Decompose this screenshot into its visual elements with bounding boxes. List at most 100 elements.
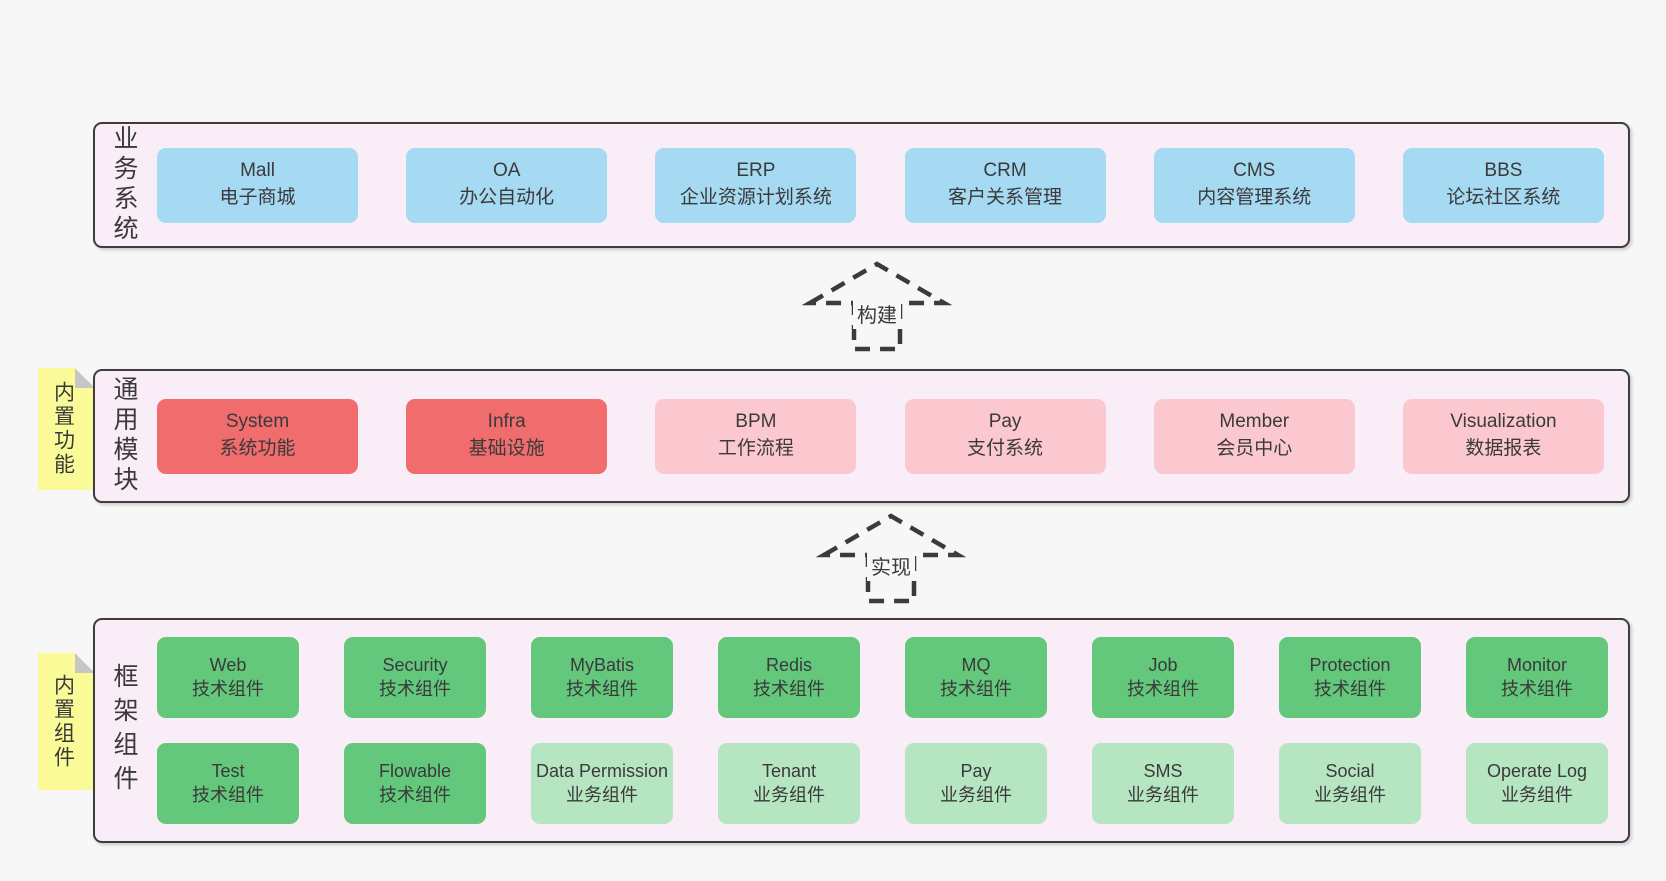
box-infra: Infra 基础设施	[406, 398, 608, 474]
box-mq: MQ 技术组件	[905, 637, 1047, 718]
box-tenant: Tenant 业务组件	[718, 743, 860, 824]
sticky-tab-built-in-features: 内置功能	[38, 368, 95, 490]
box-subtitle: 技术组件	[1501, 678, 1573, 699]
band-boxes: Web 技术组件 Security 技术组件 MyBatis 技术组件 Redi…	[153, 637, 1628, 824]
box-title: Member	[1219, 411, 1290, 433]
box-data-permission: Data Permission 业务组件	[531, 743, 673, 824]
box-cms: CMS 内容管理系统	[1153, 147, 1355, 223]
sticky-tab-label: 内置功能	[51, 381, 75, 477]
box-subtitle: 工作流程	[717, 438, 794, 459]
box-subtitle: 数据报表	[1465, 438, 1542, 459]
box-pay-component: Pay 业务组件	[905, 743, 1047, 824]
box-subtitle: 业务组件	[753, 784, 825, 805]
box-subtitle: 会员中心	[1216, 438, 1293, 459]
arrow-label: 实现	[867, 550, 915, 581]
box-subtitle: 技术组件	[379, 678, 451, 699]
box-title: OA	[492, 160, 521, 182]
box-title: Flowable	[378, 761, 452, 782]
box-subtitle: 技术组件	[192, 678, 264, 699]
band-business-systems: 业务系统 Mall 电子商城 OA 办公自动化 ERP 企业资源计划系统 CRM…	[93, 122, 1630, 248]
box-title: System	[225, 411, 290, 433]
box-subtitle: 技术组件	[1314, 678, 1386, 699]
box-subtitle: 业务组件	[1501, 784, 1573, 805]
band-label-text: 框架组件	[110, 662, 138, 799]
box-subtitle: 内容管理系统	[1197, 187, 1312, 208]
box-protection: Protection 技术组件	[1279, 637, 1421, 718]
box-subtitle: 技术组件	[566, 678, 638, 699]
box-subtitle: 业务组件	[940, 784, 1012, 805]
box-subtitle: 技术组件	[192, 784, 264, 805]
box-subtitle: 技术组件	[379, 784, 451, 805]
box-title: Pay	[988, 411, 1022, 433]
implement-arrow: 实现	[816, 510, 966, 610]
arrow-label: 构建	[853, 298, 901, 329]
box-operate-log: Operate Log 业务组件	[1466, 743, 1608, 824]
box-title: Security	[382, 655, 448, 676]
sticky-tab-label: 内置组件	[51, 673, 75, 770]
box-mall: Mall 电子商城	[157, 147, 358, 223]
box-subtitle: 支付系统	[967, 438, 1044, 459]
box-crm: CRM 客户关系管理	[904, 147, 1106, 223]
band-label-text: 通用模块	[110, 376, 138, 496]
box-subtitle: 企业资源计划系统	[679, 187, 832, 208]
box-erp: ERP 企业资源计划系统	[655, 147, 857, 223]
component-row-2: Test 技术组件 Flowable 技术组件 Data Permission …	[157, 743, 1608, 824]
box-bpm: BPM 工作流程	[655, 398, 857, 474]
box-subtitle: 业务组件	[566, 784, 638, 805]
box-subtitle: 系统功能	[219, 438, 296, 459]
box-subtitle: 业务组件	[1127, 784, 1199, 805]
band-boxes: Mall 电子商城 OA 办公自动化 ERP 企业资源计划系统 CRM 客户关系…	[153, 147, 1628, 223]
box-redis: Redis 技术组件	[718, 637, 860, 718]
build-arrow: 构建	[802, 258, 952, 355]
box-title: Job	[1148, 655, 1178, 676]
box-security: Security 技术组件	[344, 637, 486, 718]
box-pay: Pay 支付系统	[904, 398, 1106, 474]
band-label: 通用模块	[95, 376, 153, 496]
box-title: Social	[1325, 761, 1375, 782]
box-web: Web 技术组件	[157, 637, 299, 718]
box-subtitle: 论坛社区系统	[1446, 187, 1561, 208]
box-title: CMS	[1233, 160, 1276, 182]
box-title: Protection	[1309, 655, 1391, 676]
box-test: Test 技术组件	[157, 743, 299, 824]
box-title: Redis	[765, 655, 813, 676]
box-social: Social 业务组件	[1279, 743, 1421, 824]
box-title: BBS	[1484, 160, 1523, 182]
box-subtitle: 办公自动化	[459, 187, 555, 208]
band-framework-components: 框架组件 Web 技术组件 Security 技术组件 MyBatis 技术组件…	[93, 618, 1630, 843]
component-row-1: Web 技术组件 Security 技术组件 MyBatis 技术组件 Redi…	[157, 637, 1608, 718]
box-title: MyBatis	[569, 655, 634, 676]
box-title: BPM	[735, 411, 777, 433]
band-common-modules: 通用模块 System 系统功能 Infra 基础设施 BPM 工作流程 Pay…	[93, 369, 1630, 503]
box-title: CRM	[983, 160, 1027, 182]
box-title: Mall	[240, 160, 275, 182]
box-mybatis: MyBatis 技术组件	[531, 637, 673, 718]
box-subtitle: 技术组件	[1127, 678, 1199, 699]
box-subtitle: 技术组件	[940, 678, 1012, 699]
box-subtitle: 技术组件	[753, 678, 825, 699]
box-subtitle: 电子商城	[219, 187, 296, 208]
box-flowable: Flowable 技术组件	[344, 743, 486, 824]
band-label-text: 业务系统	[110, 125, 138, 245]
box-title: MQ	[961, 655, 991, 676]
box-title: ERP	[736, 160, 776, 182]
box-job: Job 技术组件	[1092, 637, 1234, 718]
box-system: System 系统功能	[157, 398, 358, 474]
box-bbs: BBS 论坛社区系统	[1402, 147, 1604, 223]
box-monitor: Monitor 技术组件	[1466, 637, 1608, 718]
box-title: Tenant	[761, 761, 817, 782]
box-member: Member 会员中心	[1153, 398, 1355, 474]
box-subtitle: 客户关系管理	[948, 187, 1063, 208]
box-title: Data Permission	[535, 761, 669, 782]
box-visualization: Visualization 数据报表	[1402, 398, 1604, 474]
box-title: Monitor	[1506, 655, 1568, 676]
band-label: 业务系统	[95, 125, 153, 245]
band-label: 框架组件	[95, 663, 153, 799]
box-title: Test	[211, 761, 245, 782]
box-title: Web	[209, 655, 247, 676]
band-boxes: System 系统功能 Infra 基础设施 BPM 工作流程 Pay 支付系统…	[153, 398, 1628, 474]
box-sms: SMS 业务组件	[1092, 743, 1234, 824]
box-oa: OA 办公自动化	[406, 147, 608, 223]
box-title: Pay	[960, 761, 992, 782]
